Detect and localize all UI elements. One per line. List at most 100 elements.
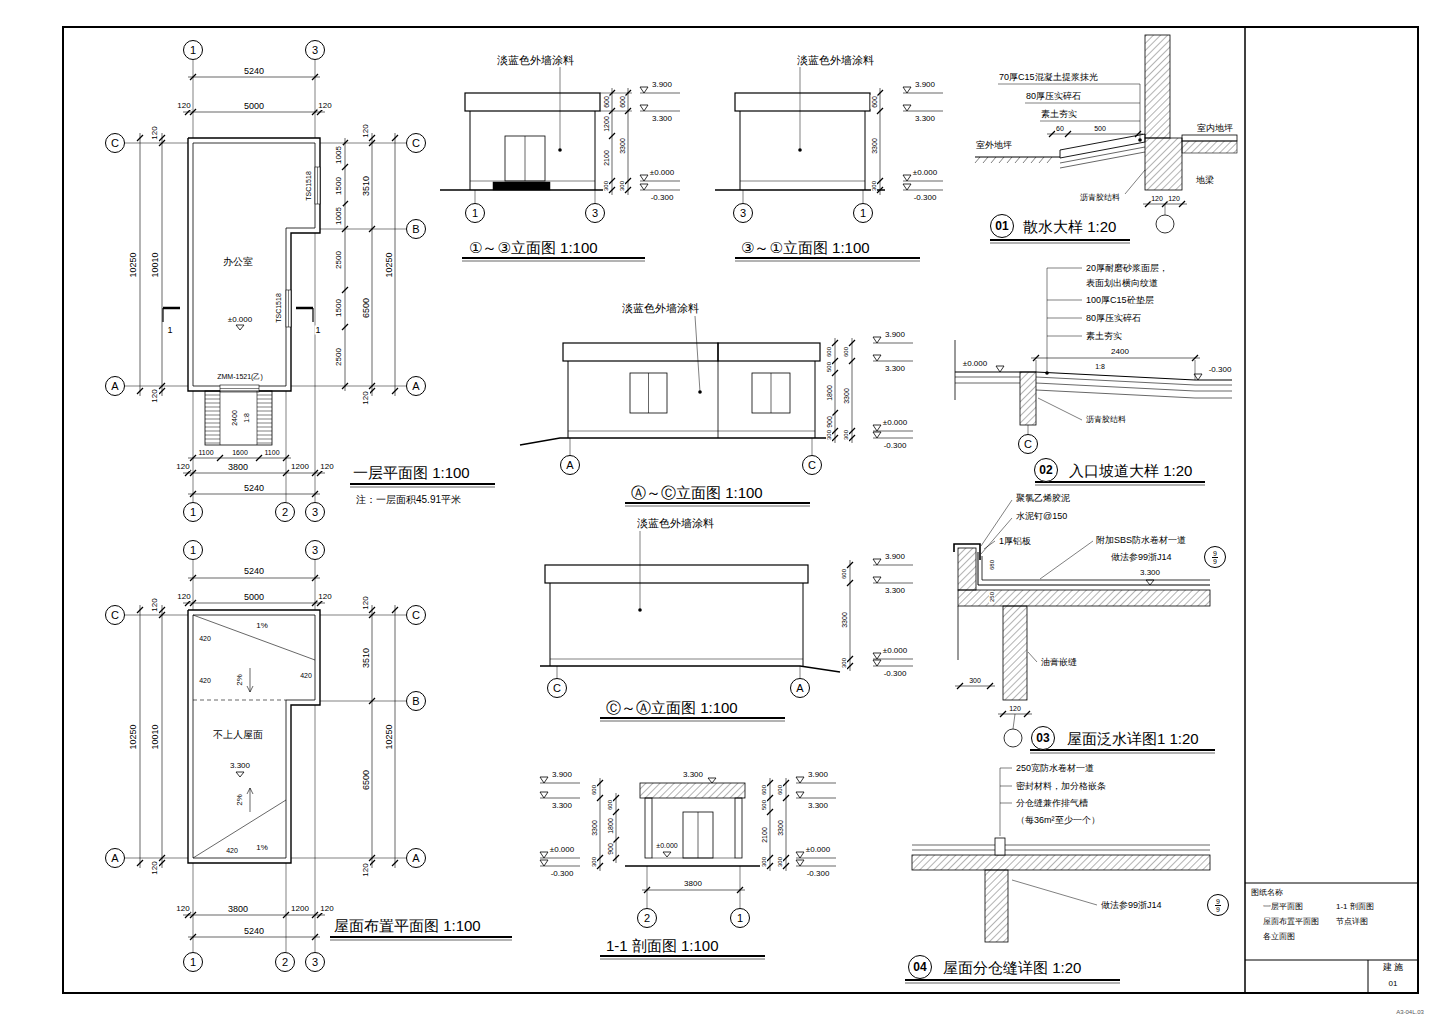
title-underline [905, 979, 1120, 981]
dimension-text: 淡蓝色外墙涂料 [621, 303, 700, 314]
dimension-text: 120 [175, 905, 190, 913]
dimension-text: 1200 [290, 905, 310, 913]
title-underline [1035, 481, 1205, 483]
roof-band [545, 565, 808, 583]
dimension-text: 1800 [826, 384, 833, 402]
wall-section [1145, 35, 1170, 138]
dimension-text: 120 [317, 102, 332, 110]
note-text: 图纸名称 [1250, 889, 1284, 897]
dimension-text: 120 [317, 593, 332, 601]
dimension-text: 3510 [362, 175, 371, 197]
title-underline [462, 257, 645, 259]
dimension-text: 120 [362, 390, 370, 405]
dim-tick [597, 795, 603, 801]
level-line [796, 858, 836, 859]
wall [735, 798, 742, 858]
dim-tick [392, 135, 398, 141]
node-text: 3 [311, 957, 319, 968]
dim-line [188, 494, 320, 495]
dimension-text: 10250 [129, 251, 138, 278]
note-text: 附加SBS防水卷材一道 [1095, 536, 1187, 545]
dimension-text: 1005 [335, 145, 343, 165]
axis-line [647, 866, 648, 908]
node-text: 9 [1212, 558, 1218, 565]
level-mark [796, 852, 804, 858]
dimension-text: 600 [843, 346, 849, 358]
node-text: C [110, 138, 120, 149]
title-underline [990, 243, 1130, 244]
dim-tick [190, 74, 196, 80]
earth-hatch [1023, 157, 1028, 163]
axis-bubble: C [547, 678, 567, 698]
node-text: 2 [281, 507, 289, 518]
entry-steps [205, 391, 272, 445]
dim-tick [190, 455, 196, 461]
detail-index: 01 [990, 214, 1014, 238]
level-line [873, 431, 913, 432]
dimension-text: 3.300 [884, 365, 906, 373]
wall [955, 340, 956, 400]
dim-tick [137, 860, 143, 866]
drawing-title: 屋面泛水详图1 1:20 [1066, 731, 1200, 746]
apron-layer [1060, 152, 1145, 168]
dim-tick [1049, 131, 1055, 137]
leader [695, 316, 700, 392]
dimension-text: 1:8 [1094, 363, 1106, 370]
dim-tick [877, 187, 883, 193]
level-mark [903, 105, 911, 111]
drawing-title: 屋面布置平面图 1:100 [333, 918, 482, 933]
dim-tick [832, 370, 838, 376]
node-text: C [1023, 439, 1033, 450]
dim-tick [392, 607, 398, 613]
dim-tick [849, 428, 855, 434]
dim-tick [369, 226, 375, 232]
note-text: 表面划出横向纹道 [1085, 279, 1159, 288]
axis-bubble: A [105, 848, 125, 868]
level-mark [640, 105, 648, 111]
title-underline [462, 261, 645, 262]
leader [1047, 300, 1082, 301]
leader [1038, 398, 1082, 420]
level-line [640, 111, 680, 112]
detail-index: 02 [1034, 458, 1058, 482]
section-mark [312, 308, 313, 322]
dimension-text: 淡蓝色外墙涂料 [496, 55, 575, 66]
extension-line [1195, 360, 1196, 380]
step [205, 443, 220, 444]
dimension-text: 420 [225, 847, 239, 854]
roof-band [465, 93, 600, 111]
node-text: 9 [1215, 898, 1221, 906]
step [205, 411, 220, 412]
leader-dot [1045, 371, 1049, 375]
dim-tick [767, 809, 773, 815]
dim-tick [159, 860, 165, 866]
level-mark [903, 87, 911, 93]
dimension-text: 10250 [129, 723, 138, 750]
note-text: 一层平面图 [1262, 903, 1304, 911]
window [286, 290, 291, 327]
step [257, 443, 272, 444]
level-line [640, 93, 680, 94]
dimension-text: 3.300 [1139, 569, 1161, 577]
dimension-text: 1500 [335, 176, 343, 196]
dim-line [183, 473, 325, 474]
dim-tick [877, 178, 883, 184]
axis-bubble: A [790, 678, 810, 698]
door [698, 812, 699, 858]
dim-line [183, 112, 325, 113]
dimension-text: 120 [1008, 705, 1022, 712]
leader [1025, 103, 1140, 104]
dimension-text: 300 [761, 856, 767, 868]
dimension-text: 680 [989, 559, 995, 571]
title-underline [735, 257, 920, 259]
step [205, 439, 220, 440]
dim-tick [767, 780, 773, 786]
level-line [903, 181, 943, 182]
dimension-text: ±0.000 [805, 846, 831, 854]
dimension-text: 420 [198, 677, 212, 684]
dimension-text: ZMM-1521(乙) [216, 373, 264, 380]
axis-line [812, 438, 813, 455]
dim-tick [159, 612, 165, 618]
dimension-text: 120 [151, 125, 159, 140]
dimension-text: 3.900 [914, 81, 936, 89]
